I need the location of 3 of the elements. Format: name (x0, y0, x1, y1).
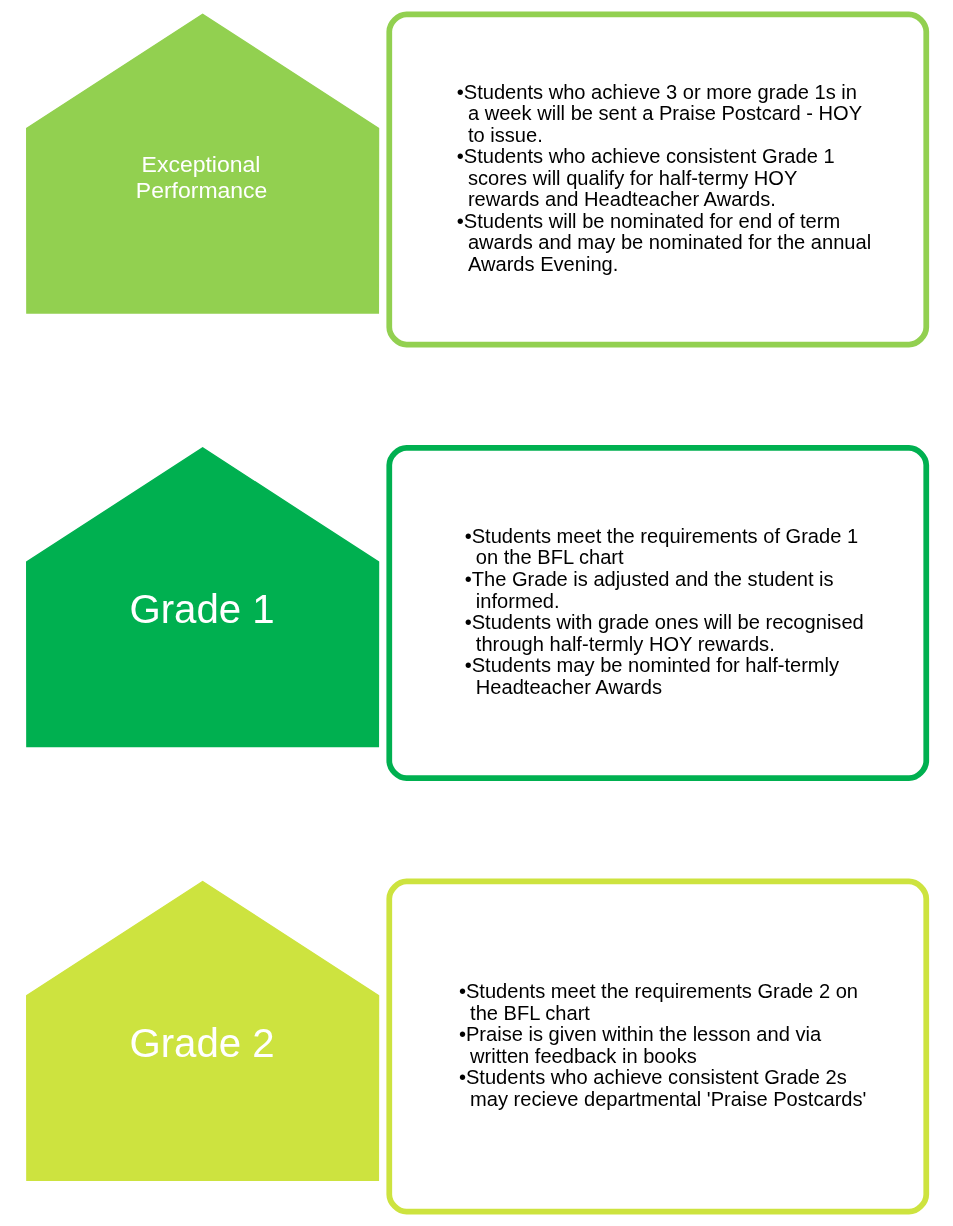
node-box: •Students meet the requirements of Grade 1 on the BFL chart •The Grade is adjusted and the student is informed. •Students with grade ones will be recognised through half-termly HOY rewards. •Students may be nominted for half-termly Headteacher Awards (386, 445, 930, 781)
node-box: •Students meet the requirements Grade 2 on the BFL chart •Praise is given within the lesson and via written feedback in books •Students who achieve consistent Grade 2s may recieve departmental 'Praise Postcards' (386, 878, 930, 1215)
node-box: •Students who achieve 3 or more grade 1s in a week will be sent a Praise Postcard - HOY to issue. •Students who achieve consistent Grade 1 scores will qualify for half-termy HOY rewards and Headteacher Awards. •Students will be nominated for end of term awards and may be nominated for the annual Awards Evening. (386, 11, 930, 348)
